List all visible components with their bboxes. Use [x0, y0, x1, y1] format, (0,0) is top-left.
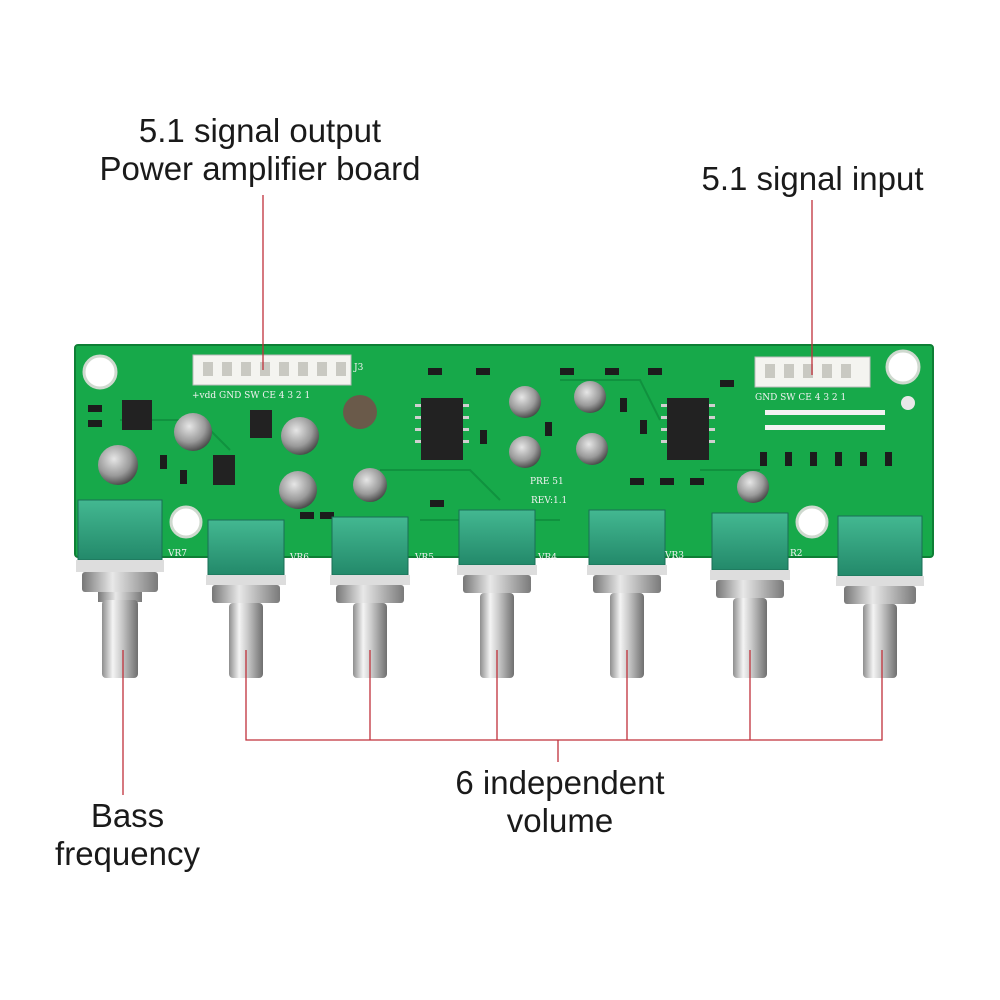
ic-u6 — [122, 400, 152, 430]
mounting-hole — [82, 354, 118, 390]
ic-u1 — [667, 398, 709, 460]
mounting-hole — [795, 505, 829, 539]
diode — [213, 455, 235, 485]
potentiometers — [76, 499, 924, 678]
silk-pot-label: VR7 — [167, 549, 187, 559]
pot-volume-3[interactable] — [457, 509, 537, 678]
silk-pot-label: VR3 — [664, 551, 684, 561]
callout-lines — [122, 195, 883, 795]
pot-volume-4[interactable] — [587, 509, 667, 678]
silk-model: PRE 51 — [530, 477, 564, 487]
callout-output-line2: Power amplifier board — [99, 150, 421, 187]
callout-line-volume — [245, 650, 883, 762]
pot-bass[interactable] — [76, 499, 164, 678]
mounting-hole — [885, 349, 921, 385]
callout-bass-line1: Bass — [90, 797, 165, 834]
callout-volume-line2: volume — [506, 802, 614, 839]
callout-bass: Bass frequency — [20, 797, 235, 873]
callout-bass-line2: frequency — [55, 835, 200, 872]
callout-input: 5.1 signal input — [680, 160, 945, 198]
ic-u2 — [421, 398, 463, 460]
mounting-hole — [901, 396, 915, 410]
pot-volume-5[interactable] — [710, 512, 790, 678]
callout-volume-line1: 6 independent — [455, 764, 665, 801]
pot-volume-1[interactable] — [206, 519, 286, 678]
silkscreen: PRE 51 REV:1.1 J3 +vdd GND SW CE 4 3 2 1… — [167, 363, 846, 563]
silk-pot-label: VR6 — [289, 553, 309, 563]
silk-pot-label: VR5 — [414, 553, 434, 563]
callout-volume: 6 independent volume — [400, 764, 720, 840]
pcb-board — [74, 344, 934, 558]
regulator — [250, 410, 272, 438]
capacitors — [98, 381, 769, 509]
silk-revision: REV:1.1 — [531, 496, 567, 506]
callout-output: 5.1 signal output Power amplifier board — [60, 112, 460, 188]
silk-j2-pins: GND SW CE 4 3 2 1 — [755, 393, 846, 403]
silk-j3-pins: +vdd GND SW CE 4 3 2 1 — [192, 391, 310, 401]
pot-volume-6[interactable] — [836, 515, 924, 678]
mounting-hole — [169, 505, 203, 539]
silk-j3: J3 — [353, 363, 364, 373]
callout-input-line1: 5.1 signal input — [701, 160, 924, 197]
silk-pot-label: VR4 — [537, 553, 557, 563]
connector-j3 — [192, 354, 352, 386]
pot-volume-2[interactable] — [330, 516, 410, 678]
callout-output-line1: 5.1 signal output — [138, 112, 382, 149]
silk-pot-label: R2 — [790, 549, 803, 559]
